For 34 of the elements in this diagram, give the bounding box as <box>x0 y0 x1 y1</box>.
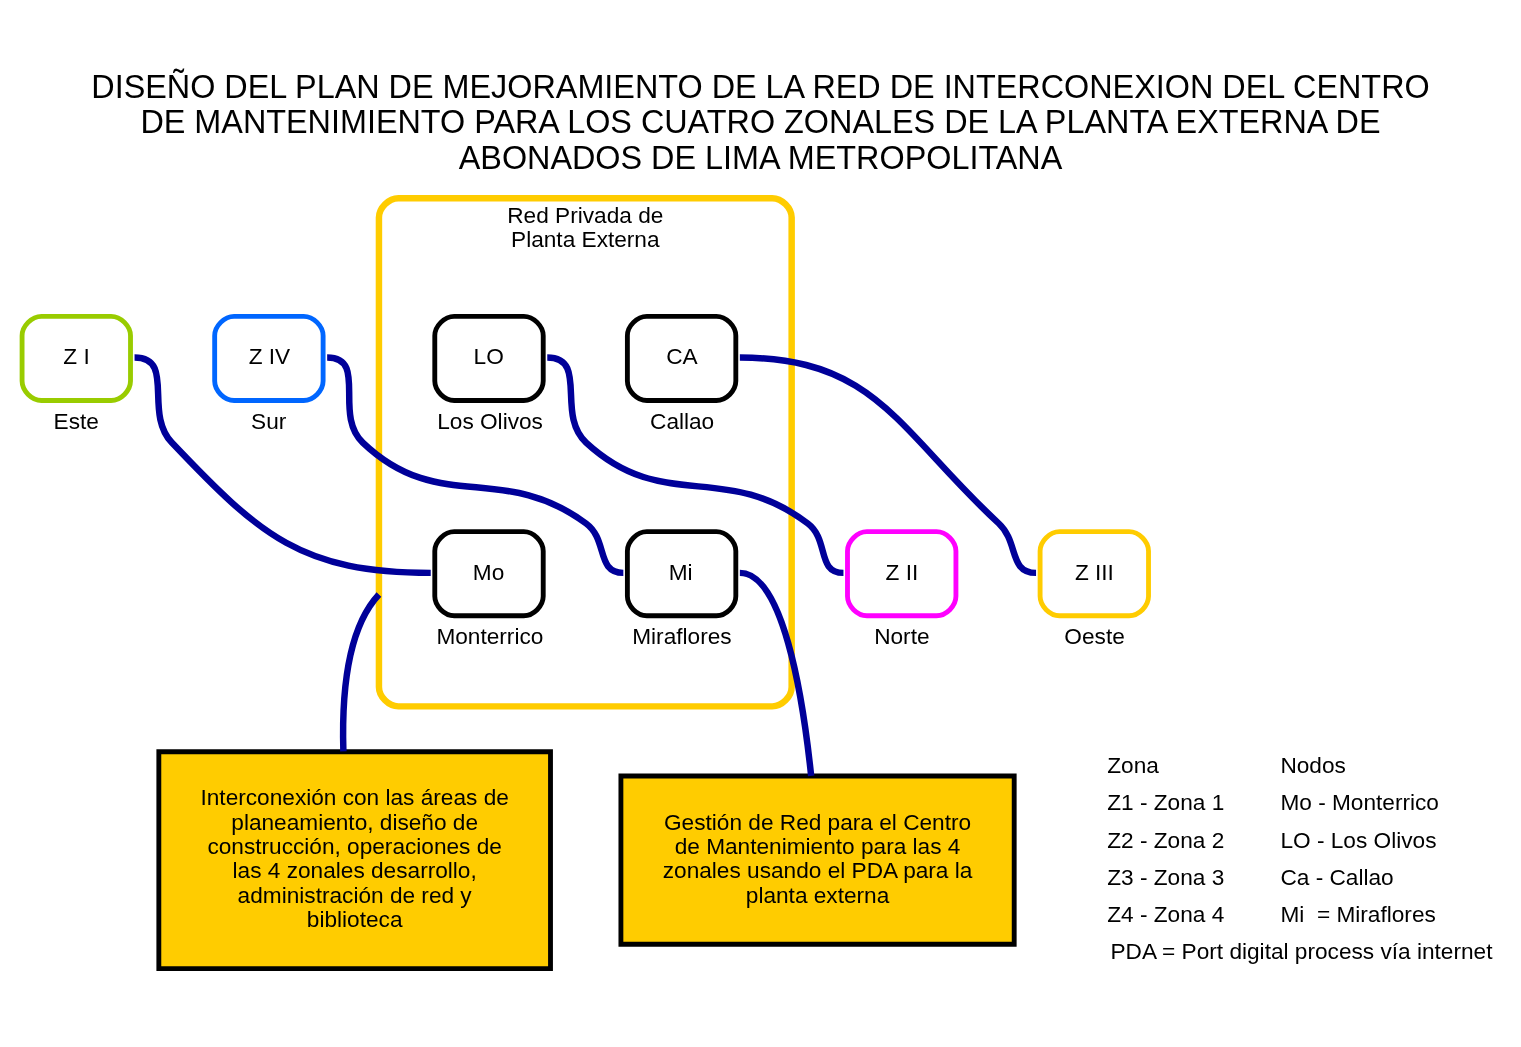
node-box: Z IV <box>212 313 326 403</box>
node-box: Mi <box>624 529 739 619</box>
node-box: Mo <box>432 529 546 619</box>
node-label: Sur <box>251 408 287 435</box>
label: Ca - Callao <box>1280 863 1394 890</box>
node-label: Callao <box>650 408 715 435</box>
node-box: Gestión de Red para el Centro de Mantenimiento para las 4 zonales usando el PDA para la planta externa <box>618 773 1017 947</box>
node-box: CA <box>624 313 739 403</box>
label: PDA = Port digital process vía internet <box>1110 938 1493 965</box>
label: Z3 - Zona 3 <box>1107 863 1225 890</box>
label: Nodos <box>1280 752 1346 779</box>
node-box: Z I <box>19 313 133 403</box>
label: Z1 - Zona 1 <box>1107 789 1225 816</box>
label: Mi = Miraflores <box>1280 900 1436 927</box>
node-label: Oeste <box>1064 623 1125 650</box>
node-box: Z III <box>1037 529 1151 619</box>
connector <box>739 354 1037 577</box>
label: LO - Los Olivos <box>1280 826 1437 853</box>
label: Zona <box>1107 752 1159 779</box>
node-label: Monterrico <box>436 623 544 650</box>
node-label: Miraflores <box>632 623 732 650</box>
node-label: Este <box>53 408 99 435</box>
label: Z2 - Zona 2 <box>1107 826 1225 853</box>
label: Z4 - Zona 4 <box>1107 900 1225 927</box>
diagram-title: DISEÑO DEL PLAN DE MEJORAMIENTO DE LA RED DE INTERCONEXION DEL CENTRO DE MANTENIMIENTO PARA LOS CUATRO ZONALES DE LA PLANTA EXTERNA DE ABONADOS DE LIMA METROPOLITANA <box>91 68 1430 177</box>
node-box: LO <box>432 313 546 403</box>
node-label: Los Olivos <box>437 408 543 435</box>
connector <box>326 354 624 577</box>
connector <box>739 569 815 777</box>
label: Mo - Monterrico <box>1280 789 1439 816</box>
node-label: Norte <box>874 623 930 650</box>
node-box: Interconexión con las áreas de planeamiento, diseño de construcción, operaciones de las 4 zonales desarrollo, administración de red y biblioteca <box>156 749 553 971</box>
node-box: Z II <box>845 529 959 619</box>
connector <box>339 592 382 752</box>
